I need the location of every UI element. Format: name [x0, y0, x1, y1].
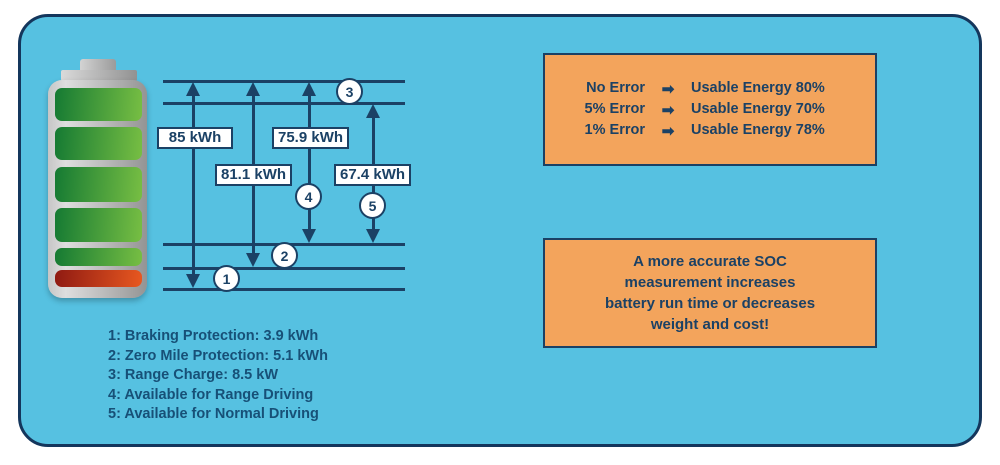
energy-label-85kwh: 85 kWh [157, 127, 233, 149]
arrowhead-down-icon [366, 229, 380, 243]
right-arrow-icon: ➡ [661, 80, 675, 98]
right-arrow-icon: ➡ [661, 101, 675, 119]
level-line-empty [163, 288, 405, 291]
legend: 1: Braking Protection: 3.9 kWh 2: Zero M… [108, 327, 328, 425]
usable-energy-callout: No Error ➡ Usable Energy 80% 5% Error ➡ … [543, 53, 877, 166]
error-condition: 1% Error [584, 121, 645, 138]
soc-note-callout: A more accurate SOC measurement increase… [543, 238, 877, 348]
legend-item-5: 5: Available for Normal Driving [108, 406, 319, 422]
marker-4-range-driving: 4 [295, 183, 322, 210]
legend-item-3: 3: Range Charge: 8.5 kW [108, 367, 279, 383]
battery-cap-top [80, 59, 116, 71]
right-arrow-icon: ➡ [661, 122, 675, 140]
error-result: Usable Energy 80% [691, 79, 825, 96]
arrow-85kwh [185, 82, 201, 288]
energy-label-67kwh: 67.4 kWh [334, 164, 411, 186]
note-line: measurement increases [624, 274, 796, 291]
marker-5-normal-driving: 5 [359, 192, 386, 219]
error-condition: 5% Error [584, 100, 645, 117]
legend-item-1: 1: Braking Protection: 3.9 kWh [108, 328, 319, 344]
legend-item-2: 2: Zero Mile Protection: 5.1 kWh [108, 347, 328, 364]
battery-segment-reserve-red [55, 270, 142, 287]
usable-energy-rows: No Error ➡ Usable Energy 80% 5% Error ➡ … [545, 80, 875, 140]
battery-cap-collar [61, 70, 137, 81]
energy-label-81kwh: 81.1 kWh [215, 164, 292, 186]
note-line: A more accurate SOC [633, 253, 787, 270]
note-line: battery run time or decreases [604, 295, 816, 312]
arrowhead-down-icon [302, 229, 316, 243]
marker-2-zero-mile-protection: 2 [271, 242, 298, 269]
note-line: weight and cost! [650, 316, 770, 333]
energy-label-75kwh: 75.9 kWh [272, 127, 349, 149]
marker-3-range-charge: 3 [336, 78, 363, 105]
level-line-range-charge [163, 102, 405, 105]
battery-segment-partial [55, 248, 142, 266]
legend-item-4: 4: Available for Range Driving [108, 386, 314, 403]
battery-segment-full-3 [55, 167, 142, 202]
arrowhead-down-icon [246, 253, 260, 267]
battery-segment-full-1 [55, 88, 142, 121]
battery-segment-full-4 [55, 208, 142, 242]
error-result: Usable Energy 78% [691, 121, 825, 138]
level-line-full-charge [163, 80, 405, 83]
arrow-75kwh [301, 82, 317, 243]
marker-1-braking-protection: 1 [213, 265, 240, 292]
error-result: Usable Energy 70% [691, 100, 825, 117]
arrowhead-down-icon [186, 274, 200, 288]
error-condition: No Error [586, 79, 645, 96]
battery-segment-full-2 [55, 127, 142, 160]
